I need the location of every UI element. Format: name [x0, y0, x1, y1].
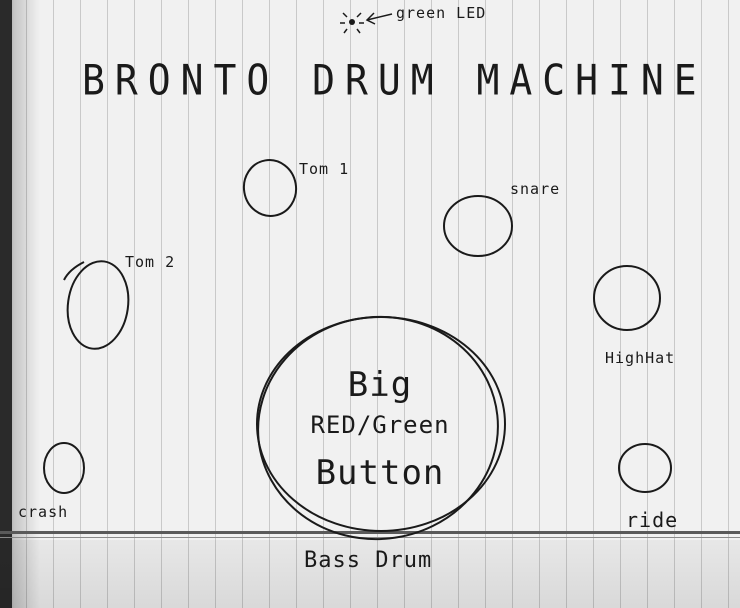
- led-icon: [340, 12, 364, 34]
- big-button[interactable]: [247, 305, 509, 551]
- bass-drum-label: Bass Drum: [304, 548, 433, 573]
- page-fold-line: [0, 531, 740, 534]
- led-arrow-icon: [365, 12, 393, 25]
- snare-pad[interactable]: [443, 195, 513, 257]
- highhat-pad[interactable]: [593, 265, 661, 331]
- snare-label: snare: [510, 180, 561, 198]
- ride-label: ride: [626, 508, 679, 532]
- big-button-text-line2: RED/Green: [310, 411, 450, 439]
- tom2-pad[interactable]: [62, 257, 134, 352]
- crash-pad[interactable]: [43, 442, 85, 494]
- tom1-label: Tom 1: [299, 160, 350, 178]
- page-fold-line-secondary: [0, 537, 740, 538]
- crash-label: crash: [18, 503, 69, 521]
- big-button-text-line3: Button: [315, 453, 445, 493]
- big-button-text-line1: Big: [347, 365, 413, 405]
- tom1-pad[interactable]: [240, 156, 301, 220]
- ride-pad[interactable]: [618, 443, 672, 493]
- lower-page-shading: [0, 540, 740, 608]
- page-title: BRONTO DRUM MACHINE: [82, 55, 707, 105]
- tom2-pad-stroke-tail: [63, 261, 85, 281]
- led-label: green LED: [396, 4, 487, 22]
- tom2-label: Tom 2: [125, 253, 176, 271]
- notebook-spine: [0, 0, 12, 608]
- highhat-label: HighHat: [605, 349, 676, 367]
